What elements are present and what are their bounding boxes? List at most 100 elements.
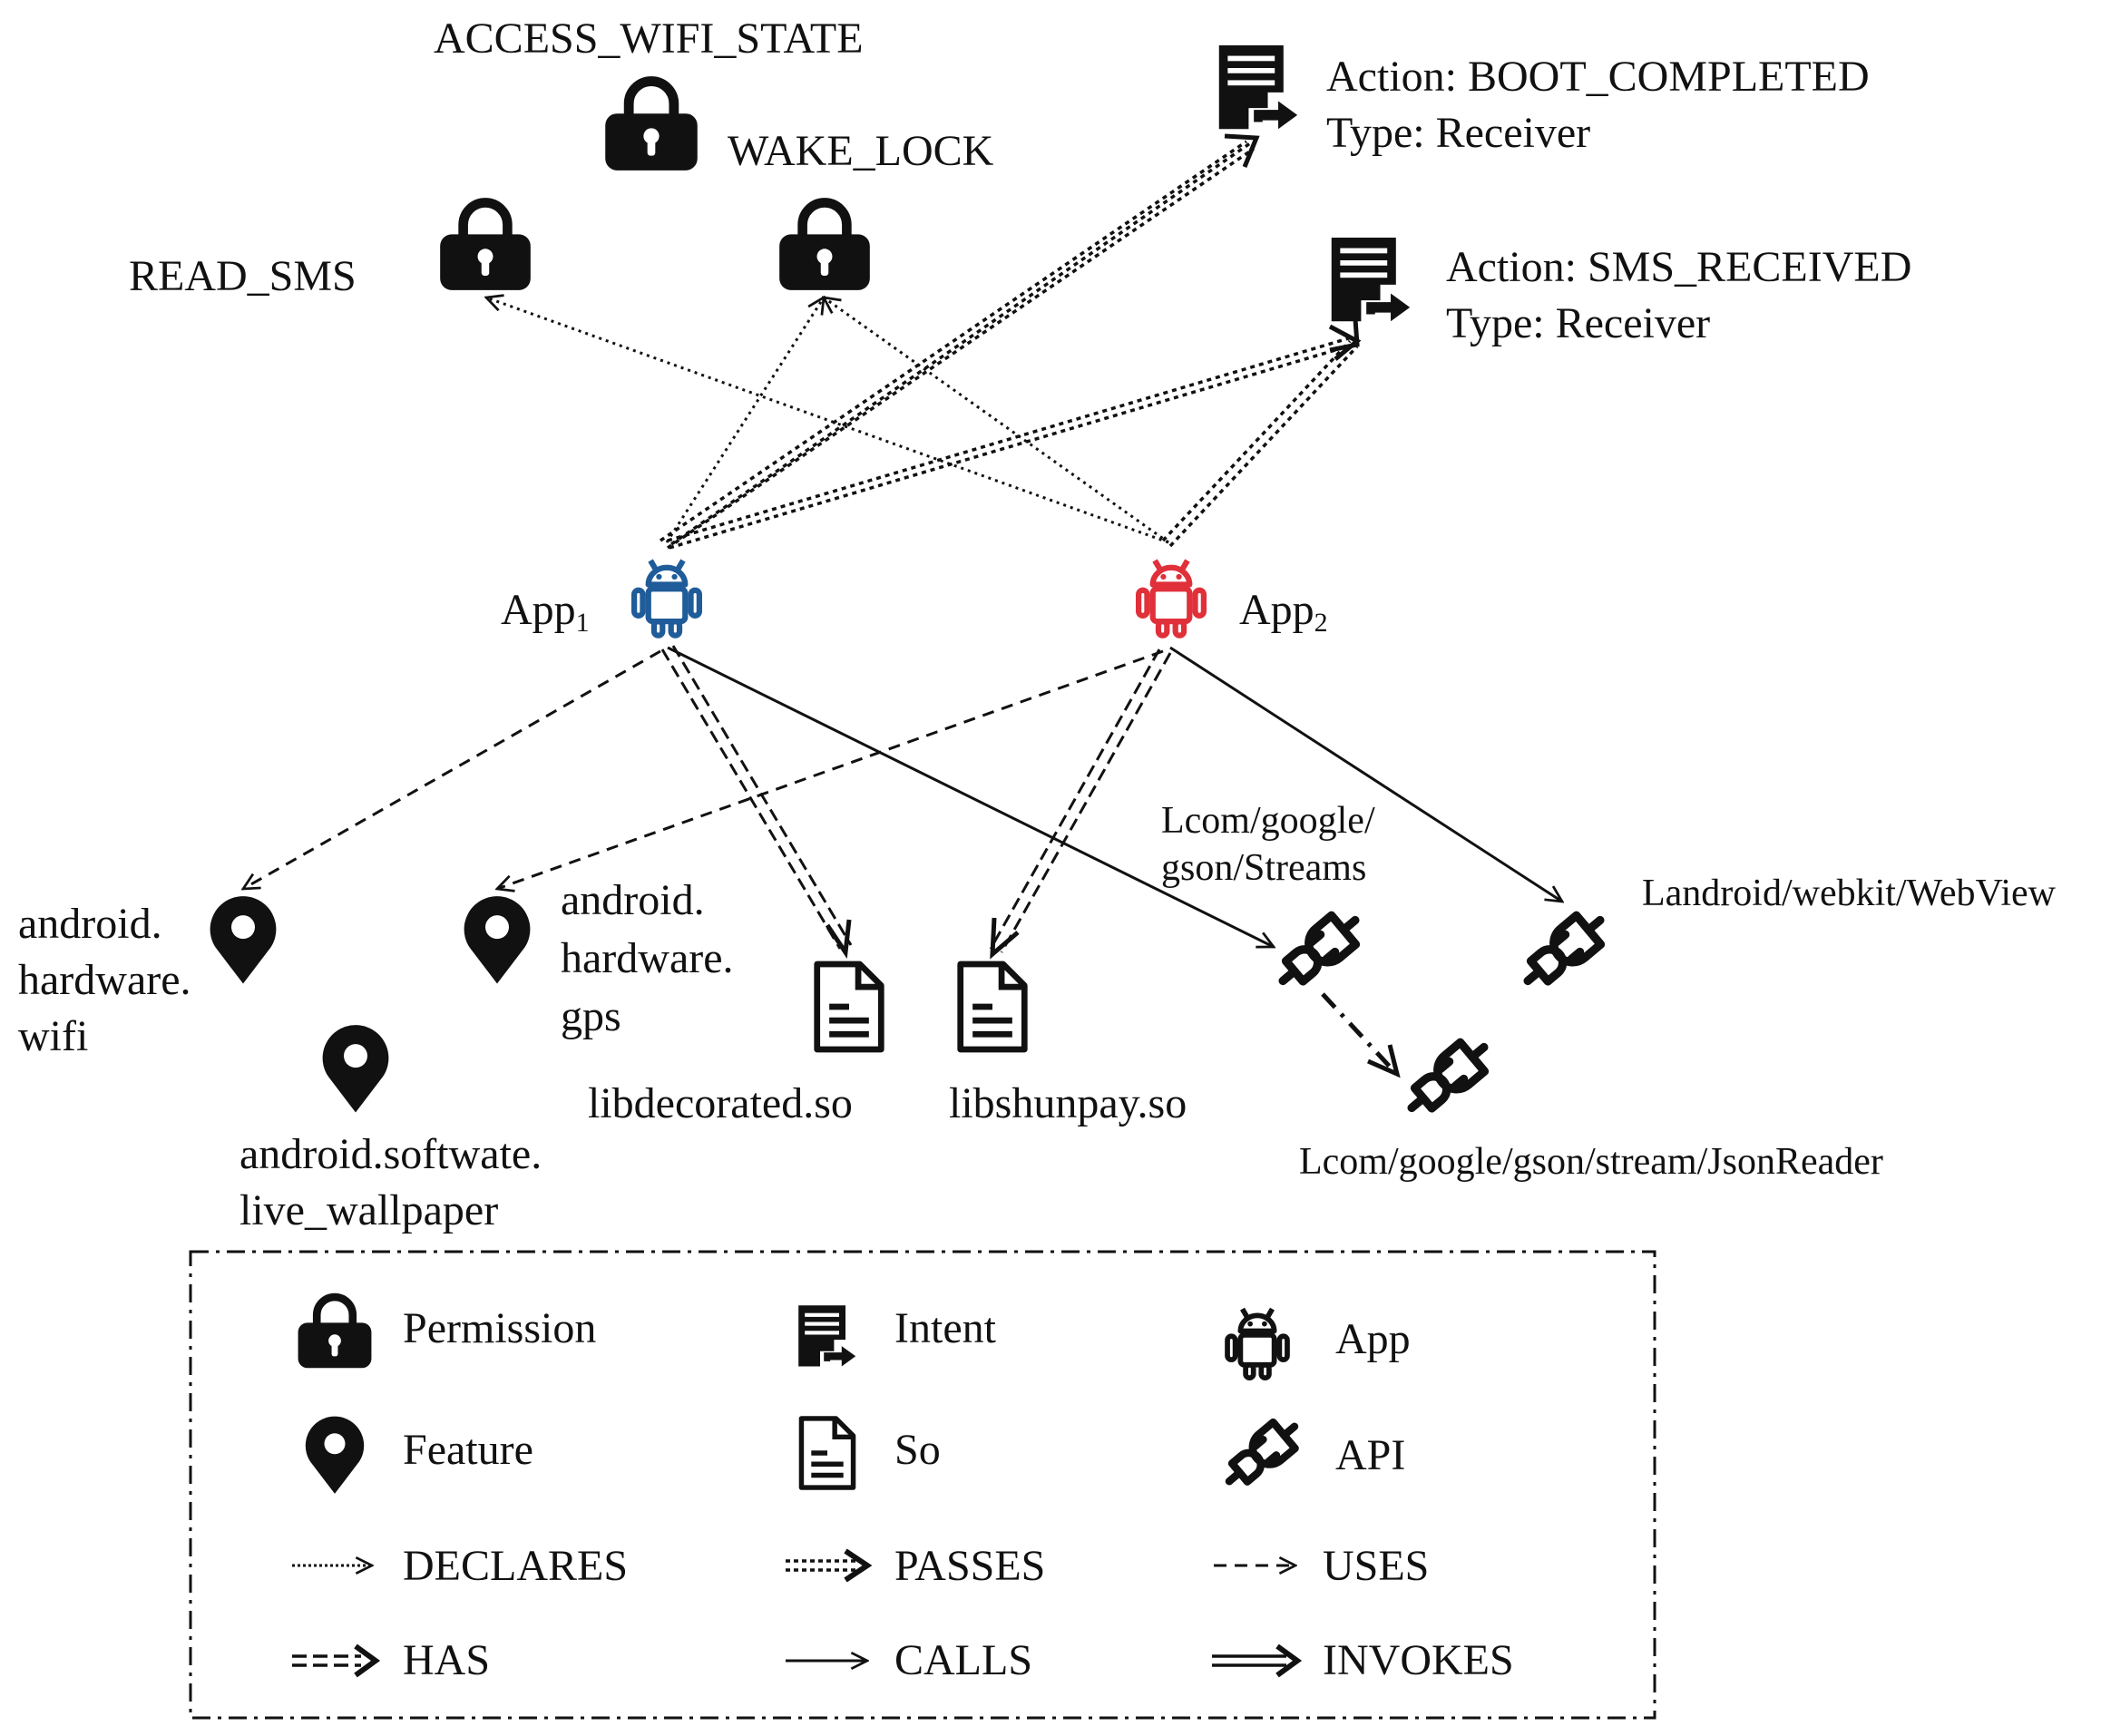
double-dashed-arrow-swatch [292, 1643, 381, 1678]
edge-app2-passes-boot-completed [670, 141, 1251, 546]
so-label: libshunpay.so [949, 1079, 1187, 1127]
api-node-jsonreader: Lcom/google/gson/stream/JsonReader [1299, 1033, 1883, 1183]
api-label: gson/Streams [1161, 847, 1366, 889]
legend-label: INVOKES [1323, 1636, 1514, 1684]
permission-node-access-wifi-state: ACCESS_WIFI_STATE [434, 15, 864, 171]
double-solid-arrow-swatch [1212, 1643, 1303, 1678]
legend-label: So [894, 1426, 941, 1474]
plug-icon [1218, 1413, 1305, 1494]
api-label: Landroid/webkit/WebView [1642, 873, 2057, 914]
legend-item-declares: DECLARES [292, 1542, 628, 1590]
permission-label: READ_SMS [129, 252, 357, 300]
api-label: Lcom/google/gson/stream/JsonReader [1299, 1141, 1883, 1183]
legend-label: CALLS [894, 1636, 1032, 1684]
intent-type-label: Type: Receiver [1326, 109, 1590, 157]
thick-dotted-arrow-swatch [786, 1548, 873, 1583]
feature-node-wifi: android. hardware. wifi [18, 896, 277, 1060]
so-node-libdecorated: libdecorated.so [588, 964, 881, 1127]
legend-item-has: HAS [292, 1636, 490, 1684]
plug-icon [1516, 906, 1612, 996]
legend-item-app: App [1227, 1309, 1411, 1378]
feature-label: hardware. [561, 934, 734, 982]
legend-label: USES [1323, 1542, 1429, 1590]
android-icon [1138, 561, 1204, 636]
android-icon [1227, 1309, 1287, 1378]
so-label: libdecorated.so [588, 1079, 853, 1127]
file-icon [961, 964, 1025, 1049]
app-node-app2: App2 [1138, 561, 1328, 638]
legend-label: App [1335, 1315, 1411, 1363]
intent-action-label: Action: SMS_RECEIVED [1446, 243, 1911, 291]
app-node-app1: App1 [501, 561, 699, 638]
file-icon [801, 1419, 853, 1487]
edge-app2-passes-sms-received [1161, 318, 1360, 548]
edge-app2-has-libshunpay [989, 649, 1172, 960]
legend-item-passes: PASSES [786, 1542, 1045, 1590]
legend-label: DECLARES [403, 1542, 628, 1590]
android-icon [634, 561, 699, 636]
edge-app1-uses-wifi [243, 649, 661, 889]
map-pin-icon [305, 1416, 365, 1494]
map-pin-icon [322, 1025, 389, 1113]
intent-action-label: Action: BOOT_COMPLETED [1326, 53, 1870, 101]
padlock-icon [605, 82, 698, 171]
legend-item-uses: USES [1214, 1542, 1429, 1590]
intent-document-icon [1218, 45, 1298, 130]
legend-item-api: API [1218, 1413, 1405, 1494]
plug-icon [1271, 906, 1367, 996]
legend-item-calls: CALLS [786, 1636, 1032, 1684]
api-node-streams: Lcom/google/ gson/Streams [1161, 800, 1375, 995]
edge-app1-passes-boot-completed [660, 133, 1260, 550]
edge-app1-has-libdecorated [660, 645, 853, 960]
legend-label: PASSES [894, 1542, 1045, 1590]
legend-item-so: So [801, 1419, 941, 1487]
app-label: App1 [501, 586, 590, 638]
edges [243, 133, 1562, 1078]
feature-node-live-wallpaper: android.softwate. live_wallpaper [239, 1025, 542, 1234]
legend-item-feature: Feature [305, 1416, 533, 1494]
so-node-libshunpay: libshunpay.so [949, 964, 1187, 1127]
feature-label: android.softwate. [239, 1130, 542, 1178]
intent-node-boot-completed: Action: BOOT_COMPLETED Type: Receiver [1218, 45, 1870, 157]
intent-document-icon [798, 1305, 856, 1367]
edge-app2-declares-wake-lock [824, 297, 1169, 544]
edge-app2-calls-webview [1169, 646, 1562, 902]
edge-streams-invokes-jsonreader [1321, 992, 1401, 1078]
edge-app1-calls-streams [667, 646, 1274, 947]
permission-label: WAKE_LOCK [728, 127, 994, 175]
edge-app2-uses-gps [497, 649, 1164, 889]
feature-node-gps: android. hardware. gps [464, 876, 734, 1040]
legend-label: Intent [894, 1304, 997, 1352]
padlock-icon [298, 1297, 372, 1368]
intent-type-label: Type: Receiver [1446, 299, 1710, 347]
feature-label: android. [561, 876, 705, 924]
edge-app2-declares-read-sms [486, 297, 1169, 544]
legend-item-permission: Permission [298, 1297, 596, 1368]
intent-document-icon [1331, 238, 1411, 322]
legend-label: Permission [403, 1304, 596, 1352]
legend: Permission Intent App Feature So API DEC… [189, 1250, 1656, 1720]
intent-node-sms-received: Action: SMS_RECEIVED Type: Receiver [1331, 238, 1911, 347]
permission-label: ACCESS_WIFI_STATE [434, 15, 864, 63]
feature-label: android. [18, 900, 162, 948]
legend-label: API [1335, 1431, 1405, 1479]
plug-icon [1400, 1033, 1496, 1123]
api-label: Lcom/google/ [1161, 800, 1375, 842]
feature-label: gps [561, 992, 621, 1040]
edge-app1-passes-sms-received [667, 324, 1362, 550]
legend-label: HAS [403, 1636, 490, 1684]
feature-label: wifi [18, 1012, 88, 1060]
edge-app1-declares-wake-lock [665, 297, 824, 543]
padlock-icon [440, 202, 531, 289]
feature-label: live_wallpaper [239, 1186, 498, 1234]
app-label: App2 [1239, 586, 1328, 638]
file-icon [817, 964, 882, 1049]
map-pin-icon [464, 896, 531, 984]
legend-label: Feature [403, 1426, 533, 1474]
legend-item-intent: Intent [798, 1304, 997, 1367]
map-pin-icon [210, 896, 277, 984]
padlock-icon [779, 202, 870, 289]
permission-node-wake-lock: WAKE_LOCK [728, 127, 994, 290]
legend-item-invokes: INVOKES [1212, 1636, 1514, 1684]
